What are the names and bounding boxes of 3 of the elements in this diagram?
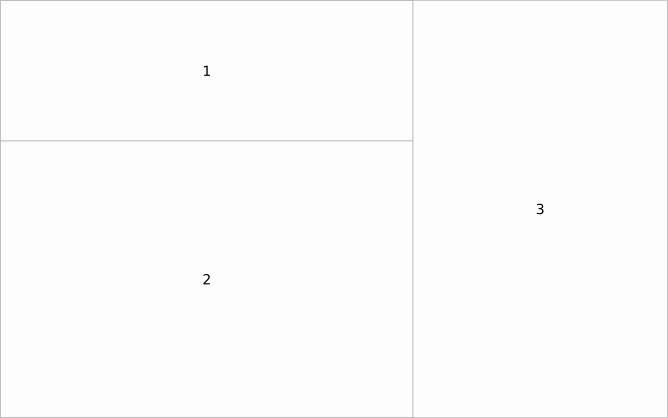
panel-box: 2 [0, 140, 414, 418]
panel-box: 3 [412, 0, 668, 418]
panel-box: 1 [0, 0, 414, 142]
